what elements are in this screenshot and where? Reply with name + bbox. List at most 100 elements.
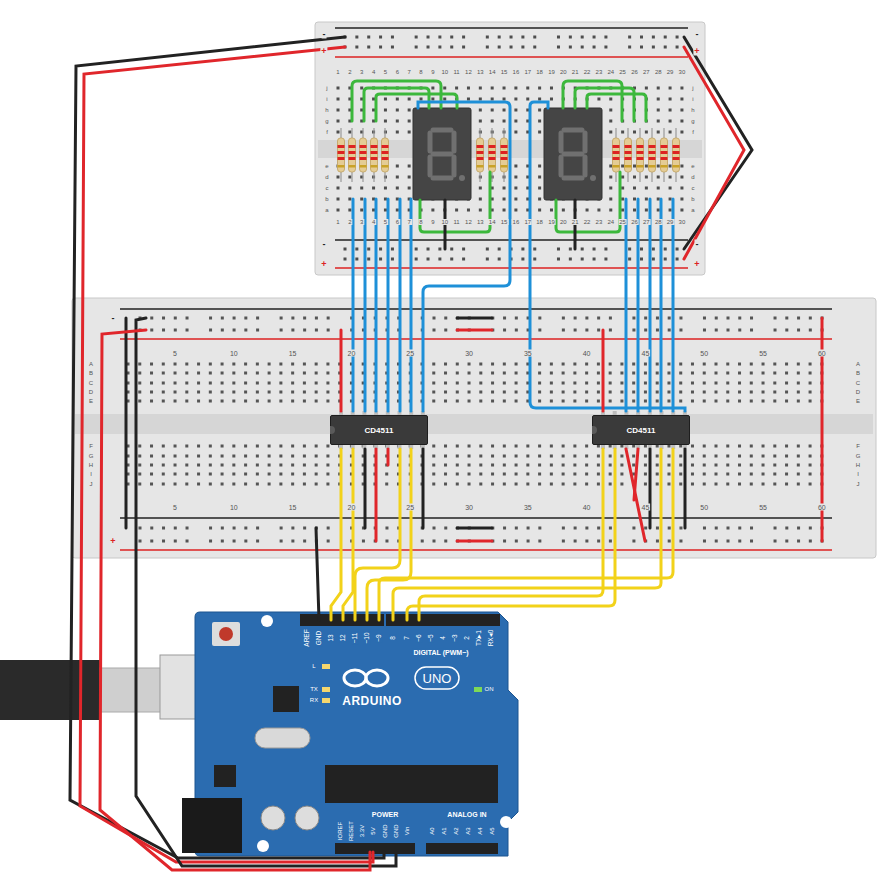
breadboard-holes [303, 455, 306, 458]
breadboard-holes [303, 483, 306, 486]
breadboard-holes [384, 98, 387, 101]
breadboard-holes [633, 209, 636, 212]
breadboard-holes [348, 209, 351, 212]
breadboard-label: 15 [288, 504, 298, 511]
breadboard-holes [797, 527, 800, 530]
breadboard-holes [391, 248, 394, 251]
breadboard-label: G [88, 453, 95, 459]
resistor-symbol [371, 157, 378, 160]
breadboard-holes [315, 445, 318, 448]
seven-segment-display [428, 157, 433, 175]
breadboard-label: i [691, 96, 694, 102]
breadboard-holes [597, 209, 600, 212]
breadboard-holes [569, 258, 572, 261]
breadboard-holes [727, 329, 730, 332]
breadboard-holes [726, 400, 729, 403]
breadboard-holes [486, 46, 489, 49]
breadboard-holes [444, 363, 447, 366]
resistor-symbol [625, 165, 632, 168]
breadboard-holes [657, 87, 660, 90]
resistor-symbol [360, 157, 367, 160]
breadboard-holes [256, 445, 259, 448]
arduino-board [195, 612, 518, 856]
breadboard-holes [174, 464, 177, 467]
breadboard-holes [232, 391, 235, 394]
ic-chip: CD4511 [592, 415, 690, 445]
breadboard-holes [385, 540, 388, 543]
breadboard-holes [656, 363, 659, 366]
breadboard-holes [797, 473, 800, 476]
breadboard-holes [785, 445, 788, 448]
breadboard-holes [432, 455, 435, 458]
breadboard-holes [521, 248, 524, 251]
power-wire [457, 540, 492, 543]
breadboard-holes [244, 372, 247, 375]
breadboard-holes [162, 391, 165, 394]
breadboard-holes [367, 248, 370, 251]
seven-segment-display [564, 128, 582, 133]
breadboard-holes [597, 391, 600, 394]
breadboard-holes [479, 473, 482, 476]
breadboard-holes [456, 445, 459, 448]
breadboard-holes [703, 483, 706, 486]
breadboard-holes [138, 464, 141, 467]
breadboard-holes [609, 198, 612, 201]
breadboard-label: B [88, 370, 94, 376]
breadboard-holes [186, 317, 189, 320]
breadboard-holes [379, 46, 382, 49]
breadboard-holes [456, 372, 459, 375]
breadboard-label: 21 [571, 69, 580, 75]
breadboard-label: 7 [406, 69, 411, 75]
breadboard-holes [809, 445, 812, 448]
breadboard-label: 35 [523, 350, 533, 357]
breadboard-holes [581, 248, 584, 251]
breadboard-label: D [88, 389, 94, 395]
breadboard-label: C [88, 380, 94, 386]
breadboard-holes [185, 400, 188, 403]
breadboard-holes [597, 540, 600, 543]
breadboard-holes [526, 98, 529, 101]
breadboard-holes [233, 540, 236, 543]
breadboard-holes [632, 527, 635, 530]
breadboard-holes [427, 258, 430, 261]
power-wire [364, 449, 367, 528]
breadboard-holes [809, 483, 812, 486]
breadboard-holes [514, 198, 517, 201]
resistor-symbol [477, 138, 484, 172]
breadboard-holes [515, 445, 518, 448]
breadboard-holes [432, 382, 435, 385]
breadboard-label: 4 [371, 219, 376, 225]
large-breadboard [120, 517, 832, 519]
breadboard-holes [503, 483, 506, 486]
breadboard-label: d [324, 174, 329, 180]
breadboard-holes [315, 382, 318, 385]
breadboard-holes [174, 382, 177, 385]
breadboard-holes [337, 109, 340, 112]
breadboard-holes [221, 317, 224, 320]
seven-segment-display [544, 108, 602, 200]
pin-label: 3.3V [359, 824, 365, 838]
breadboard-holes [444, 391, 447, 394]
breadboard-holes [762, 473, 765, 476]
breadboard-holes [667, 382, 670, 385]
resistor-symbol [338, 165, 345, 168]
breadboard-label: 10 [229, 350, 239, 357]
breadboard-holes [597, 372, 600, 375]
pin-label: A4 [477, 826, 483, 835]
breadboard-label: j [691, 85, 694, 91]
breadboard-holes [150, 464, 153, 467]
breadboard-label: 45 [641, 350, 651, 357]
breadboard-holes [209, 464, 212, 467]
breadboard-holes [669, 98, 672, 101]
pin-label: 12 [340, 633, 347, 642]
breadboard-holes [669, 187, 672, 190]
breadboard-holes [479, 198, 482, 201]
breadboard-holes [468, 473, 471, 476]
green-wire [587, 94, 646, 121]
breadboard-holes [809, 455, 812, 458]
breadboard-holes [268, 391, 271, 394]
breadboard-holes [621, 176, 624, 179]
breadboard-holes [527, 540, 530, 543]
breadboard-holes [197, 382, 200, 385]
